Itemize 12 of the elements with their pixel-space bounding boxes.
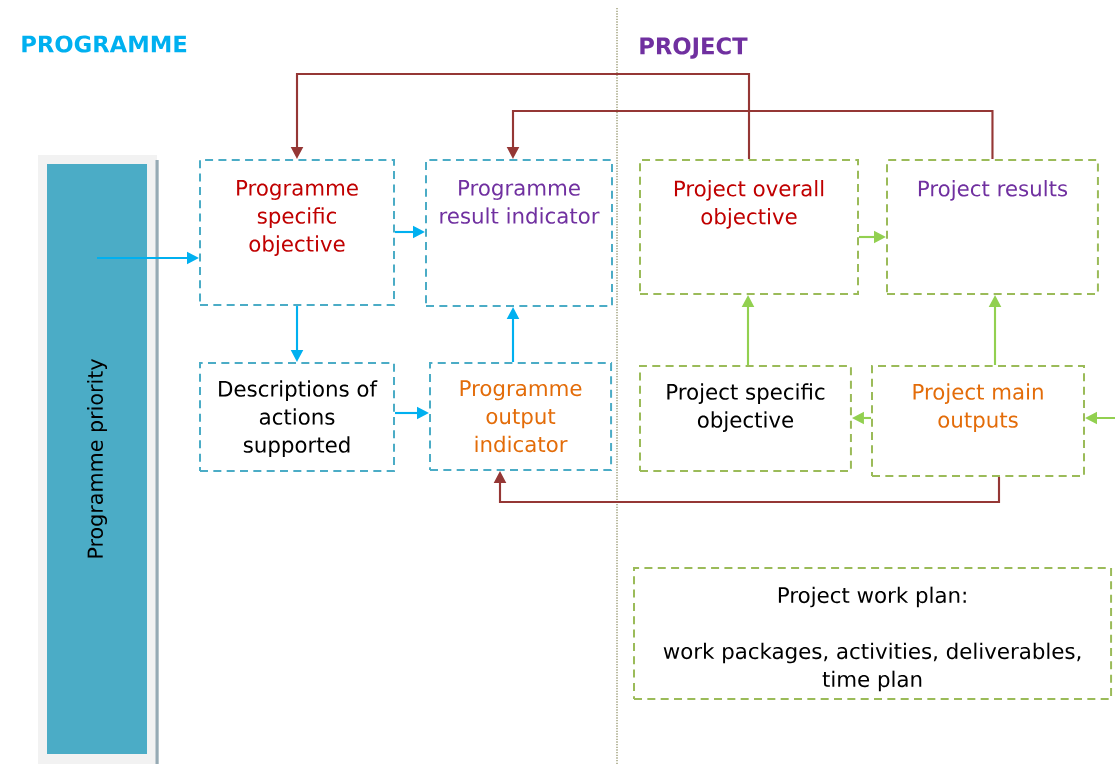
dashed-box: Project work plan: work packages, activities, deliverables, time plan bbox=[633, 567, 1113, 700]
dashed-box: Project specific objective bbox=[639, 365, 852, 473]
priority-bar: Programme priority bbox=[47, 164, 147, 754]
dashed-box: Programme result indicator bbox=[425, 159, 613, 307]
dashed-box: Programme specific objective bbox=[199, 159, 395, 307]
dashed-box: Programme output indicator bbox=[429, 362, 613, 471]
dashed-box: Project overall objective bbox=[639, 159, 859, 295]
dashed-box: Project results bbox=[886, 159, 1099, 295]
heading: PROJECT bbox=[640, 37, 748, 59]
dashed-box: Project main outputs bbox=[871, 365, 1085, 477]
dashed-box: Descriptions of actions supported bbox=[199, 362, 395, 472]
heading: PROGRAMME bbox=[22, 35, 187, 53]
